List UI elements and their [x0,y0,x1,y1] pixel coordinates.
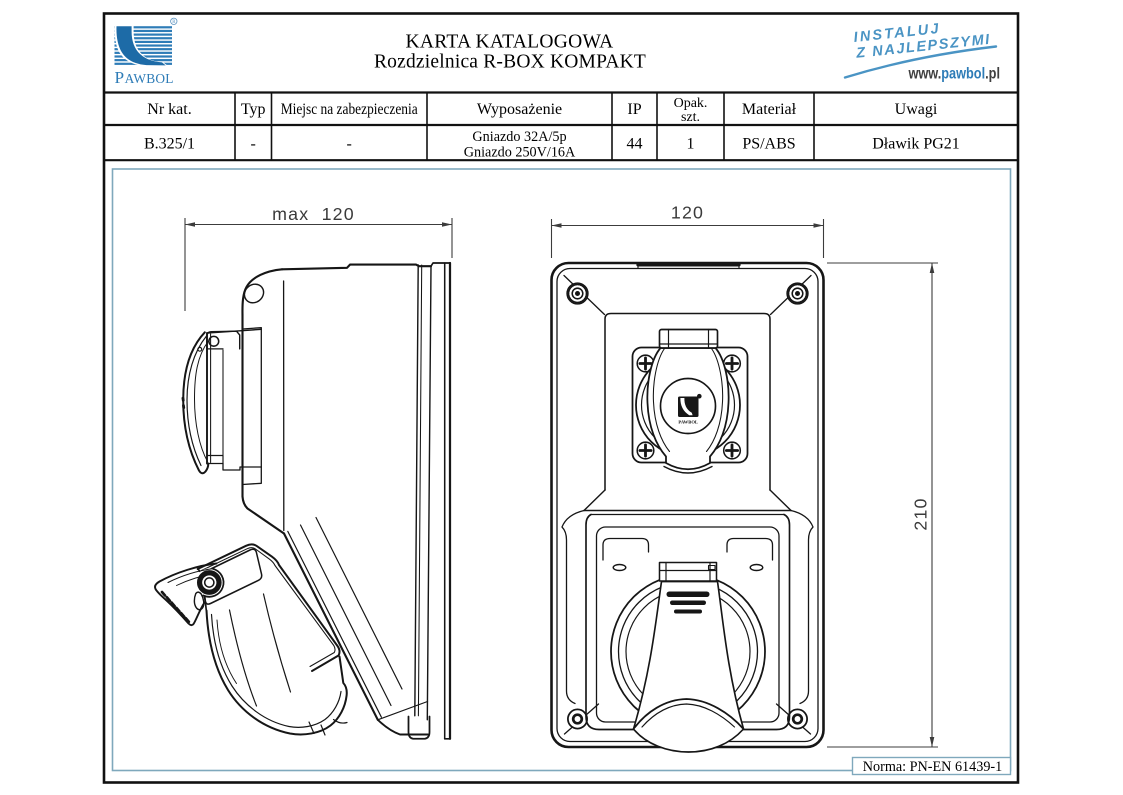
svg-text:R: R [172,20,176,25]
svg-text:44: 44 [627,136,643,153]
svg-text:Norma: PN-EN 61439-1: Norma: PN-EN 61439-1 [863,759,1003,775]
svg-text:Wyposażenie: Wyposażenie [477,101,562,118]
svg-text:Uwagi: Uwagi [895,101,938,118]
svg-text:Materiał: Materiał [742,101,797,118]
svg-text:Rozdzielnica R-BOX KOMPAKT: Rozdzielnica R-BOX KOMPAKT [374,52,646,73]
svg-text:KARTA KATALOGOWA: KARTA KATALOGOWA [406,32,614,53]
svg-text:szt.: szt. [681,110,700,125]
svg-text:Gniazdo 32A/5p: Gniazdo 32A/5p [472,129,566,145]
svg-text:PAWBOL: PAWBOL [115,68,174,87]
svg-text:PS/ABS: PS/ABS [742,136,795,153]
svg-text:max 120: max 120 [272,204,355,224]
svg-text:Nr kat.: Nr kat. [147,101,191,118]
svg-text:-: - [347,136,352,153]
svg-text:120: 120 [671,203,704,223]
svg-text:IP: IP [627,101,641,118]
svg-text:-: - [251,136,256,153]
svg-text:Typ: Typ [241,101,266,118]
svg-text:B.325/1: B.325/1 [144,136,195,153]
svg-text:210: 210 [911,497,931,530]
svg-text:1: 1 [687,136,695,153]
svg-text:Gniazdo 250V/16A: Gniazdo 250V/16A [464,145,576,161]
svg-text:Miejsc na zabezpieczenia: Miejsc na zabezpieczenia [281,101,418,118]
svg-text:PAWBOL: PAWBOL [678,419,698,424]
svg-text:www.pawbol.pl: www.pawbol.pl [908,66,1000,83]
svg-text:Opak.: Opak. [674,96,708,111]
svg-text:Dławik PG21: Dławik PG21 [872,136,960,153]
